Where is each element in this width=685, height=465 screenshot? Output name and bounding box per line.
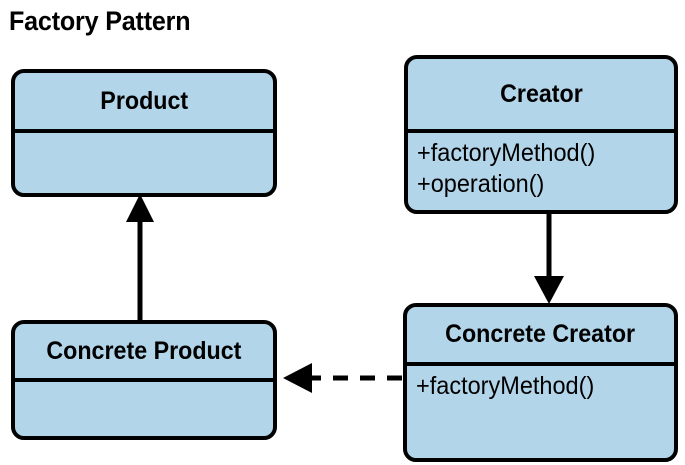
uml-class-name: Concrete Product xyxy=(46,336,242,365)
uml-class-name-compartment: Concrete Creator xyxy=(407,307,674,366)
uml-class-creator[interactable]: Creator +factoryMethod() +operation() xyxy=(404,55,678,214)
uml-class-name: Product xyxy=(100,86,188,115)
uml-class-members-compartment: +factoryMethod() xyxy=(407,366,674,458)
relationship-creator-to-concrete-creator xyxy=(534,213,564,304)
uml-class-concrete-creator[interactable]: Concrete Creator +factoryMethod() xyxy=(403,303,678,462)
uml-method: +factoryMethod() xyxy=(417,139,596,167)
uml-class-members-compartment: +factoryMethod() +operation() xyxy=(408,133,674,210)
uml-class-name: Concrete Creator xyxy=(445,320,636,348)
uml-class-name: Creator xyxy=(499,79,583,108)
relationship-concrete-creator-to-concrete-product xyxy=(283,363,402,393)
uml-class-name-compartment: Concrete Product xyxy=(15,324,273,382)
filled-triangle-arrowhead-icon xyxy=(283,363,312,393)
uml-class-product[interactable]: Product xyxy=(11,69,277,197)
uml-class-members-compartment xyxy=(15,133,273,193)
uml-class-name-compartment: Creator xyxy=(408,59,674,133)
page-title: Factory Pattern xyxy=(9,6,191,36)
filled-triangle-arrowhead-icon xyxy=(534,276,564,304)
relationship-concrete-product-to-product xyxy=(126,194,154,320)
filled-triangle-arrowhead-icon xyxy=(126,194,154,222)
uml-class-concrete-product[interactable]: Concrete Product xyxy=(11,320,277,440)
uml-class-name-compartment: Product xyxy=(15,73,273,133)
uml-class-members-compartment xyxy=(15,382,273,436)
uml-method: +factoryMethod() xyxy=(416,372,595,400)
uml-method: +operation() xyxy=(417,170,545,198)
